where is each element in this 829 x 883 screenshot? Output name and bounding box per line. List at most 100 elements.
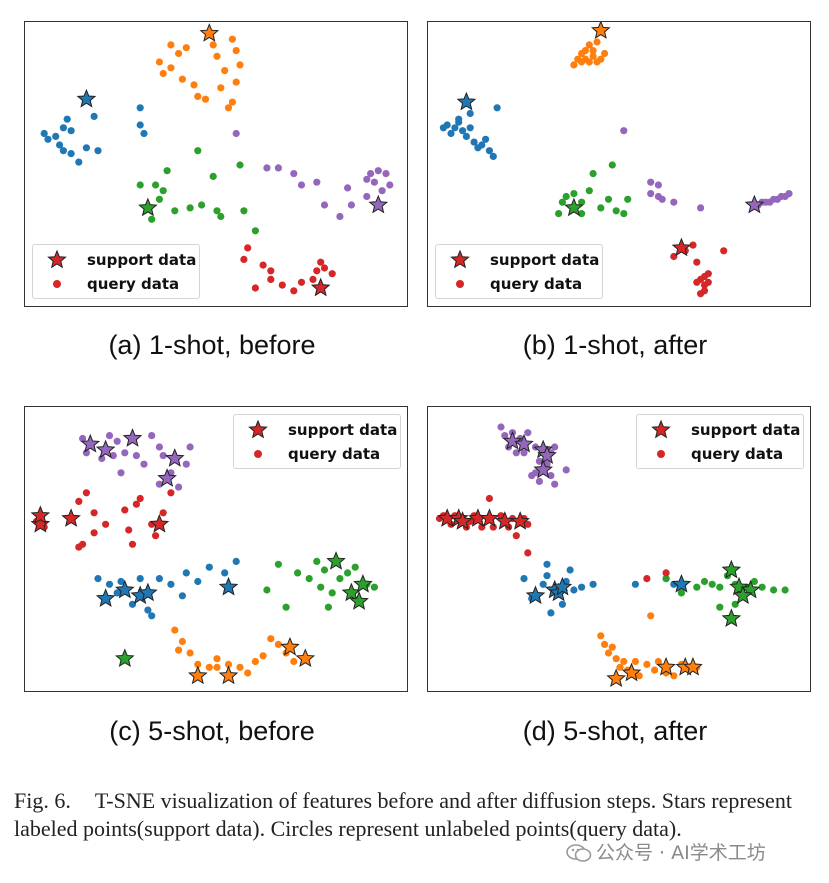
query-point	[647, 178, 655, 186]
query-point	[344, 184, 352, 192]
query-point	[178, 75, 186, 83]
query-point	[547, 472, 555, 480]
query-point	[658, 195, 666, 203]
support-point-star	[533, 459, 554, 479]
query-point	[328, 270, 336, 278]
query-point	[781, 586, 789, 594]
query-point	[524, 520, 532, 528]
figure-label: Fig. 6.	[14, 788, 71, 813]
query-point	[44, 135, 52, 143]
query-point	[620, 657, 628, 666]
query-point	[267, 275, 275, 283]
query-point	[63, 115, 71, 123]
query-point	[274, 640, 282, 648]
query-point	[190, 81, 198, 89]
query-point	[167, 41, 175, 49]
query-point	[136, 104, 144, 112]
query-point	[455, 115, 463, 123]
query-point	[466, 109, 474, 118]
query-point	[167, 580, 175, 588]
query-point	[205, 663, 213, 671]
query-point	[351, 563, 359, 571]
query-point	[121, 506, 129, 514]
scatter-panel-a: support data query data	[24, 21, 408, 307]
query-point	[524, 429, 532, 437]
support-point-star	[280, 636, 300, 656]
query-point	[317, 583, 325, 591]
figure-caption-text: T-SNE visualization of features before a…	[14, 788, 792, 841]
support-point-star	[514, 433, 534, 453]
query-point	[604, 195, 613, 203]
legend-star-icon	[47, 249, 67, 269]
legend-star-icon	[248, 419, 268, 439]
query-point	[105, 432, 114, 440]
query-point	[581, 47, 589, 55]
support-point-star	[295, 648, 316, 668]
query-point	[178, 637, 186, 646]
query-point	[213, 663, 221, 671]
query-point	[175, 483, 183, 491]
query-point	[336, 575, 344, 583]
scatter-plot-a	[40, 23, 394, 297]
query-point	[551, 480, 559, 488]
query-point	[90, 509, 98, 517]
support-point-star	[95, 439, 116, 459]
query-point	[597, 632, 605, 640]
query-point	[612, 207, 620, 215]
query-point	[497, 423, 505, 431]
query-point	[79, 434, 87, 443]
query-point	[217, 84, 225, 92]
query-point	[140, 460, 148, 468]
query-point	[482, 135, 490, 143]
query-point	[290, 287, 298, 295]
query-point	[612, 655, 620, 663]
query-point	[171, 207, 179, 215]
query-point	[113, 589, 121, 597]
query-point	[478, 523, 486, 531]
query-point	[697, 290, 705, 298]
query-point	[232, 557, 240, 565]
query-point	[136, 121, 144, 129]
support-point-star	[656, 656, 676, 676]
query-point	[105, 580, 114, 588]
query-point	[447, 129, 455, 138]
query-point	[589, 170, 597, 178]
query-point	[485, 147, 493, 155]
query-point	[221, 569, 229, 577]
query-point	[716, 603, 724, 611]
support-point-star	[510, 511, 530, 530]
query-point	[244, 669, 252, 677]
query-point	[635, 672, 643, 680]
support-point-star	[122, 428, 143, 447]
query-point	[555, 210, 563, 218]
support-point-star	[310, 277, 331, 297]
query-point	[236, 61, 244, 69]
legend-star-icon	[651, 419, 671, 439]
legend-label-query: query data	[288, 445, 381, 463]
support-point-star	[95, 588, 116, 607]
query-point	[608, 643, 616, 651]
support-point-star	[138, 197, 158, 217]
support-point-star	[590, 22, 611, 39]
query-point	[520, 575, 528, 583]
query-point	[585, 41, 593, 49]
query-point	[217, 212, 225, 221]
query-point	[344, 569, 352, 577]
query-point	[274, 164, 282, 172]
query-point	[232, 129, 240, 138]
query-point	[543, 572, 551, 580]
query-point	[75, 497, 83, 505]
support-point-star	[744, 194, 765, 214]
figure-caption: Fig. 6.T-SNE visualization of features b…	[14, 787, 824, 843]
query-point	[662, 575, 670, 583]
query-point	[155, 575, 163, 583]
query-point	[485, 494, 493, 503]
query-point	[94, 147, 102, 155]
support-point-star	[218, 576, 239, 596]
query-point	[136, 494, 144, 503]
query-point	[251, 284, 259, 292]
query-point	[144, 606, 152, 614]
legend-star-icon	[450, 249, 470, 269]
query-point	[374, 167, 382, 175]
query-point	[501, 432, 509, 440]
